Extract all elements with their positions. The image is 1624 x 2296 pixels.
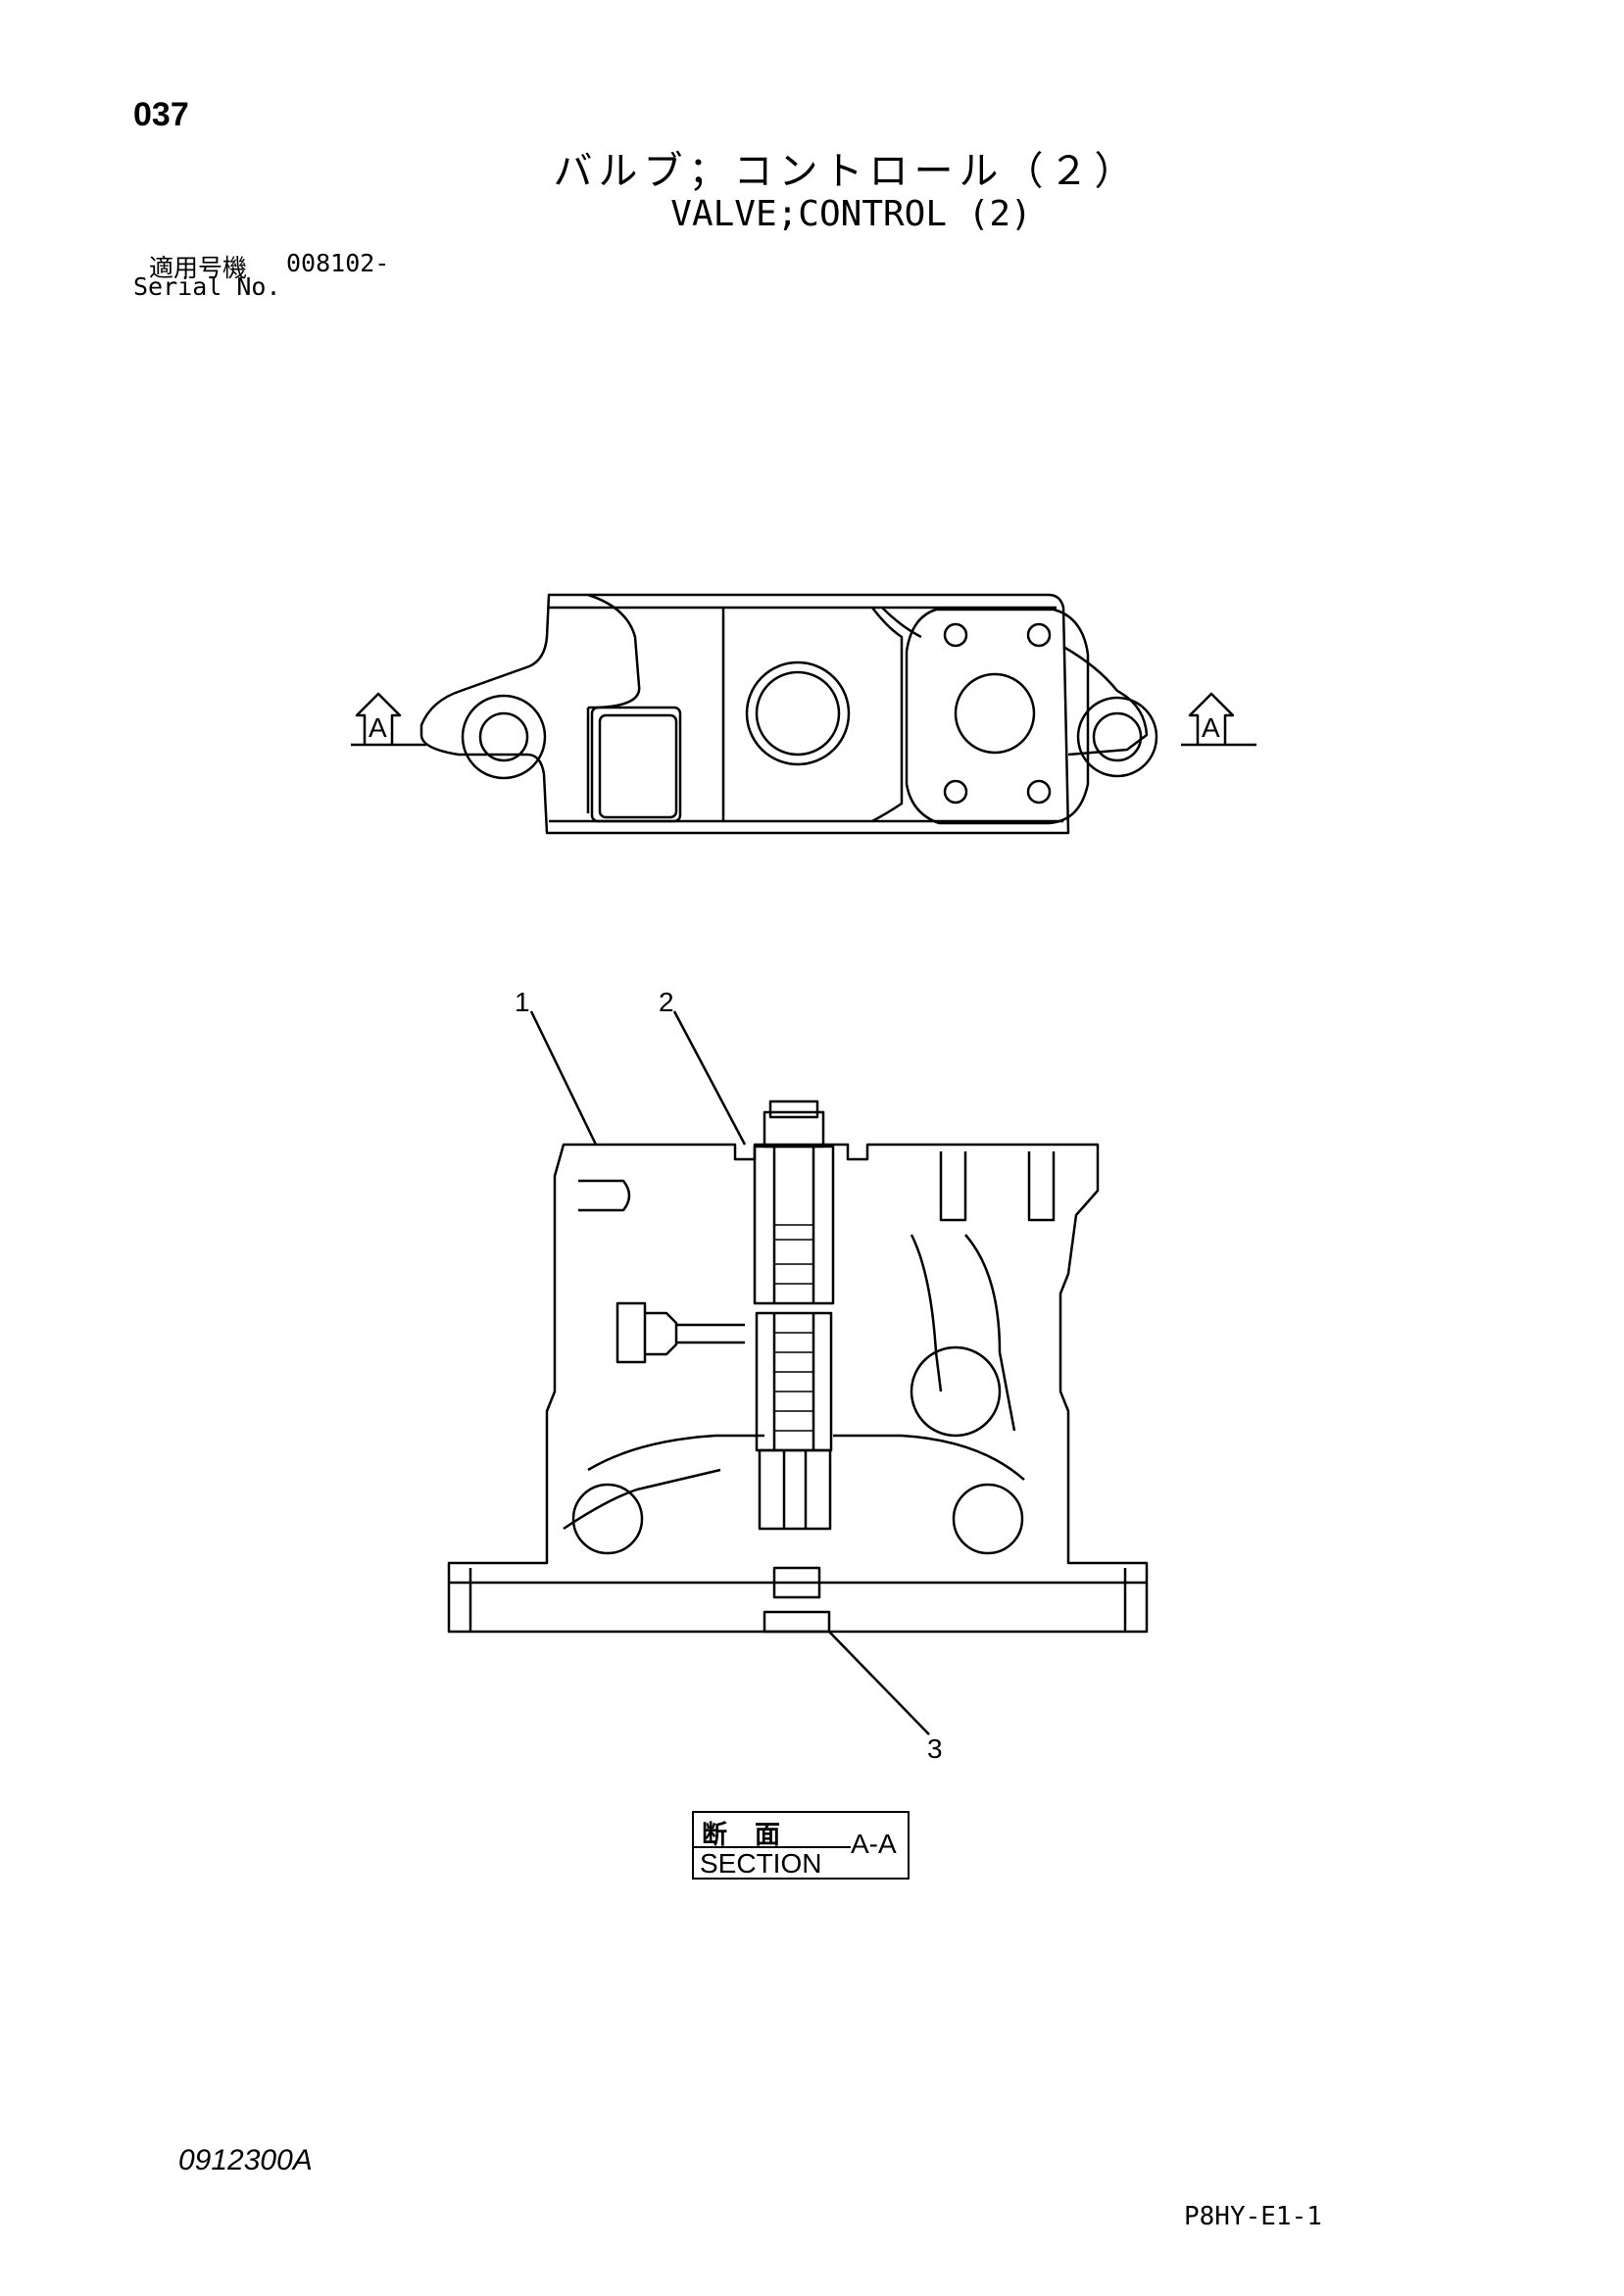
section-view	[447, 1099, 1149, 1634]
callout-3: 3	[927, 1734, 943, 1764]
section-arrow-left	[351, 692, 426, 747]
title-japanese: バルブ；コントロール（２）	[553, 149, 1140, 194]
serial-label-japanese: 適用号機	[149, 254, 248, 282]
section-marker-right: A	[1202, 712, 1220, 743]
top-view	[351, 593, 1256, 835]
callout-1: 1	[515, 987, 530, 1017]
section-arrow-right	[1181, 692, 1256, 747]
section-label-id: A-A	[851, 1829, 897, 1859]
page-number: 037	[133, 96, 189, 133]
document-code: 0912300A	[178, 2144, 313, 2176]
callout-2: 2	[659, 987, 674, 1017]
section-label-english: SECTION	[700, 1848, 822, 1879]
section-label-japanese: 断面	[702, 1821, 809, 1850]
serial-value: 008102-	[286, 249, 390, 277]
title-english: VALVE;CONTROL (2)	[670, 194, 1032, 234]
sheet-code: P8HY-E1-1	[1184, 2202, 1322, 2231]
serial-label-english: Serial No.	[133, 272, 281, 301]
section-marker-left: A	[369, 712, 387, 743]
section-label-box: 断面 SECTION A-A	[692, 1811, 910, 1880]
